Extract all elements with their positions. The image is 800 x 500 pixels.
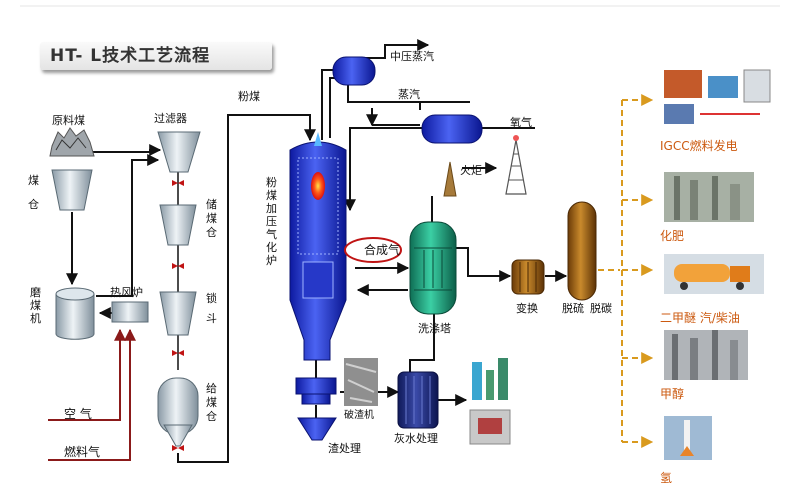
mp-steam-label: 中压蒸汽 <box>390 49 434 63</box>
raw-coal-icon <box>49 127 95 157</box>
lock-hopper-icon <box>159 291 197 336</box>
product-label: 甲醇 <box>660 386 684 401</box>
feed-bin-icon <box>157 377 199 447</box>
product-label: 化肥 <box>660 229 684 243</box>
storage-bin-icon <box>159 204 197 246</box>
syngas-oval <box>344 237 402 263</box>
desulfur-label: 脱硫 <box>562 301 584 315</box>
shift-label: 变换 <box>516 301 538 315</box>
page-title: HT- L技术工艺流程 <box>40 42 272 70</box>
slag-breaker-label: 破渣机 <box>344 408 374 421</box>
product-dashed-lines <box>598 94 654 448</box>
grinder-label: 磨煤机 <box>30 286 41 325</box>
pulverized-coal-label: 粉煤 <box>238 90 260 103</box>
filter-label: 过滤器 <box>154 112 187 125</box>
ash-water-label: 灰水处理 <box>394 431 438 445</box>
oxygen-drum-icon <box>421 114 483 144</box>
ash-water-vessel-icon <box>397 371 439 429</box>
pump-images <box>469 358 511 445</box>
oxygen-label: 氧气 <box>510 115 532 129</box>
flare-stack-icon <box>443 161 457 197</box>
slag-treatment-label: 渣处理 <box>328 441 361 455</box>
hot-air-furnace-label: 热风炉 <box>110 286 143 299</box>
slag-photo <box>344 358 378 406</box>
steam-label: 蒸汽 <box>398 87 420 101</box>
product-label: 氢 <box>660 470 672 485</box>
hot-air-furnace-icon <box>111 301 149 323</box>
coal-bin-label: 煤仓 <box>28 174 39 211</box>
coal-bin-icon <box>51 169 93 211</box>
labels: 原料煤 过滤器 粉煤 中压蒸汽 蒸汽 氧气 火炬 合成气 洗涤塔 变换 脱硫 脱… <box>52 49 612 459</box>
lock-hopper-label: 锁斗 <box>206 291 217 325</box>
feed-bin-label: 给煤仓 <box>206 382 217 423</box>
flow-lines <box>66 39 568 463</box>
filter-icon <box>157 131 201 173</box>
desulfur-column-icon <box>567 201 597 301</box>
product-label: IGCC燃料发电 <box>660 138 738 153</box>
valve-icons <box>172 180 184 451</box>
scrubber-label: 洗涤塔 <box>418 321 451 335</box>
flare-label: 火炬 <box>460 164 482 177</box>
air-fuel-lines <box>48 328 136 461</box>
raw-coal-label: 原料煤 <box>52 113 85 127</box>
hydrogen-rocket-image <box>664 416 712 460</box>
grinder-icon <box>55 287 95 340</box>
flare-tower-image <box>505 135 527 195</box>
product-label: 二甲醚 汽/柴油 <box>660 310 740 325</box>
storage-bin-label: 储煤仓 <box>206 197 217 239</box>
scrubber-icon <box>409 221 457 315</box>
tanker-truck-image <box>664 254 764 294</box>
vertical-labels: 煤仓储煤仓锁斗给煤仓 磨煤机 粉煤加压气化炉 <box>28 174 277 423</box>
syngas-label: 合成气 <box>364 242 400 257</box>
air-label: 空 气 <box>64 406 92 421</box>
steam-drum-icon <box>332 56 376 86</box>
fuel-gas-label: 燃料气 <box>64 444 100 459</box>
igcc-plant-image <box>664 69 771 124</box>
gasifier-label: 粉煤加压气化炉 <box>266 176 277 267</box>
fertilizer-plant-image <box>664 172 754 222</box>
dme-plant-image <box>664 330 748 380</box>
gasifier-icon <box>289 132 347 361</box>
decarb-label: 脱碳 <box>590 301 612 315</box>
slag-breaker-icon <box>295 377 337 441</box>
shift-converter-icon <box>511 259 545 295</box>
